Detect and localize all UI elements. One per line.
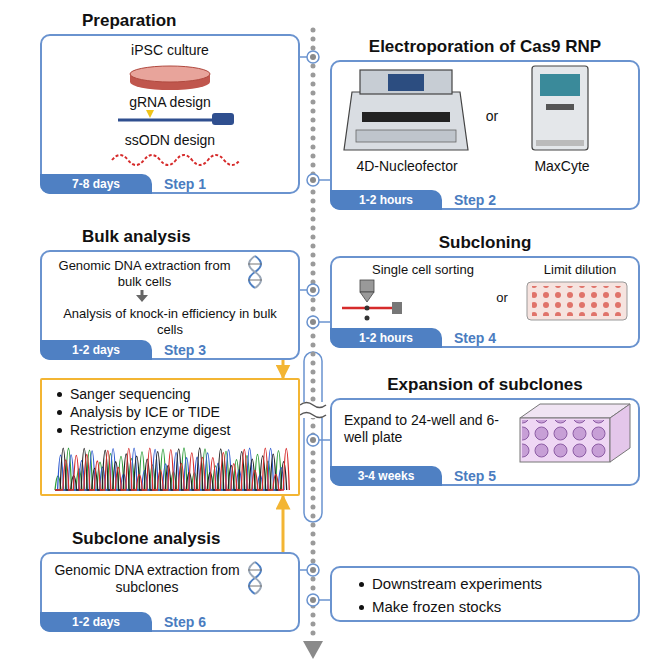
step-box: Subclone analysisGenomic DNA extraction … [40, 552, 300, 632]
duration-tab: 1-2 days [40, 340, 152, 360]
duration-label: 1-2 days [40, 340, 152, 360]
timeline-circles [307, 51, 319, 606]
step-number: Step 4 [454, 329, 496, 347]
body-text: Genomic DNA extraction from subclones [52, 562, 242, 596]
cell-sorter [342, 280, 402, 321]
maxcyte-device [532, 66, 588, 150]
step-heading: Subcloning [332, 232, 638, 254]
sanger-chromatogram [55, 448, 289, 490]
timeline [300, 30, 326, 659]
duration-label: 7-8 days [40, 174, 152, 194]
step-number: Step 1 [164, 175, 206, 193]
step-box: Electroporation of Cas9 RNP4D-Nucleofect… [330, 60, 640, 210]
duration-tab: 1-2 hours [330, 190, 442, 210]
step-heading: Subclone analysis [72, 528, 220, 550]
body-text: Single cell sorting [372, 262, 522, 278]
flow-arrow [282, 360, 285, 378]
bullet-dot [57, 410, 62, 415]
dna-icon [248, 562, 262, 594]
body-text: iPSC culture [42, 42, 298, 59]
body-text: MaxCyte [507, 158, 617, 175]
step-heading: Preparation [82, 10, 176, 32]
body-text: or [487, 290, 517, 306]
bullet-item: Analysis by ICE or TIDE [70, 403, 295, 421]
process-arrow [136, 290, 148, 302]
step-heading: Bulk analysis [82, 226, 191, 248]
duration-label: 1-2 hours [330, 190, 442, 210]
petri-dish [130, 66, 210, 90]
grna-drawing [118, 110, 234, 125]
step-number: Step 5 [454, 467, 496, 485]
step-number: Step 3 [164, 341, 206, 359]
bullet-dot [57, 428, 62, 433]
bullet-item: Sanger sequencing [70, 385, 295, 403]
bullet-item: Downstream experiments [372, 574, 622, 593]
step-box: Downstream experimentsMake frozen stocks [330, 566, 640, 622]
body-text: Expand to 24-well and 6-well plate [344, 412, 514, 446]
step-number: Step 6 [164, 613, 206, 631]
step-box: SubcloningSingle cell sortingorLimit dil… [330, 256, 640, 348]
bullet-item: Make frozen stocks [372, 597, 622, 616]
body-text: Analysis of knock-in efficiency in bulk … [50, 306, 290, 338]
duration-label: 1-2 days [40, 612, 152, 632]
timeline-links [300, 57, 330, 600]
body-text: Genomic DNA extraction from bulk cells [57, 258, 232, 290]
dna-icon [248, 256, 262, 288]
ssodn-strand [112, 155, 240, 165]
body-text: Limit dilution [524, 262, 636, 278]
culture-plate [520, 404, 630, 462]
body-text: 4D-Nucleofector [337, 158, 477, 175]
bullet-dot [57, 392, 62, 397]
step-box: Expansion of subclonesExpand to 24-well … [330, 398, 640, 486]
body-text: gRNA design [42, 94, 298, 111]
flow-arrow [282, 496, 285, 552]
nucleofector-device [344, 70, 468, 150]
well-plate [527, 282, 627, 320]
step-heading: Electroporation of Cas9 RNP [332, 36, 638, 58]
step-box: Bulk analysisGenomic DNA extraction from… [40, 250, 300, 360]
body-text: ssODN design [42, 132, 298, 149]
bullet-dot [359, 582, 364, 587]
duration-label: 3-4 weeks [330, 466, 442, 486]
bullet-dot [359, 605, 364, 610]
duration-tab: 3-4 weeks [330, 466, 442, 486]
duration-tab: 7-8 days [40, 174, 152, 194]
step-heading: Expansion of subclones [332, 374, 638, 396]
body-text: or [472, 108, 512, 125]
duration-tab: 1-2 hours [330, 328, 442, 348]
step-box: PreparationiPSC culturegRNA designssODN … [40, 34, 300, 194]
bullet-item: Restriction enzyme digest [70, 421, 295, 439]
result-box: Sanger sequencingAnalysis by ICE or TIDE… [40, 378, 300, 496]
duration-tab: 1-2 days [40, 612, 152, 632]
trace-line [55, 448, 289, 490]
duration-label: 1-2 hours [330, 328, 442, 348]
step-number: Step 2 [454, 191, 496, 209]
